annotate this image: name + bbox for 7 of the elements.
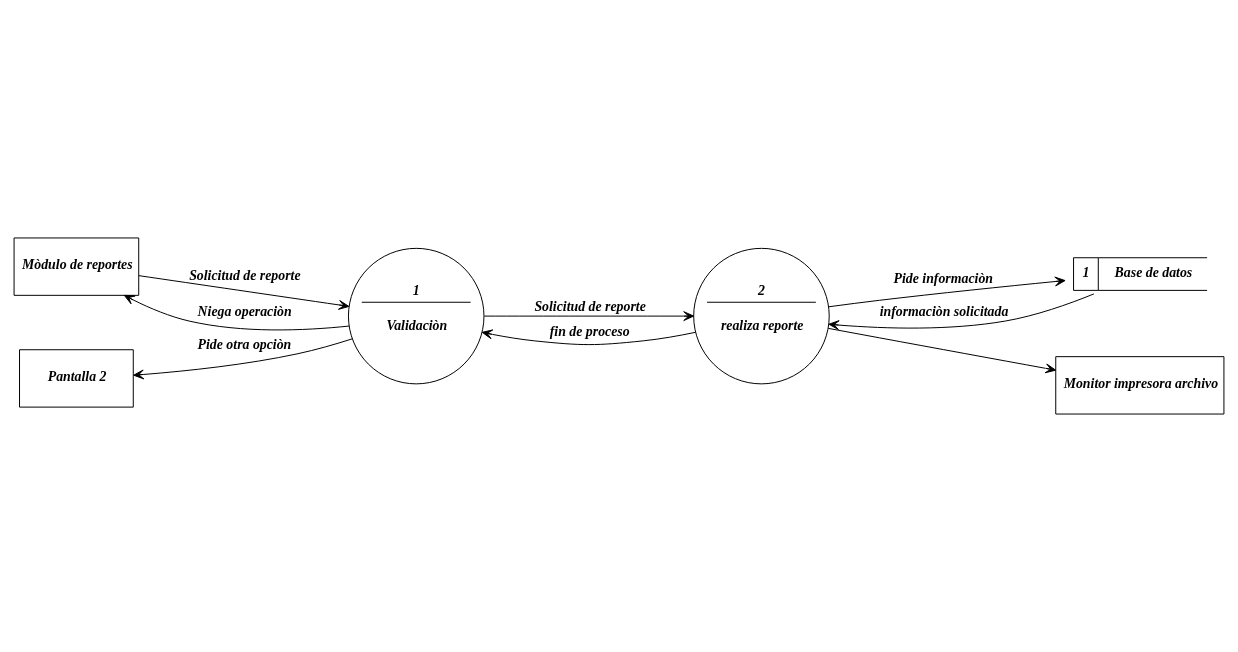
edge-label: Pide otra opciòn <box>197 336 292 352</box>
edge-label: fin de proceso <box>549 324 630 340</box>
edge-label: Solicitud de reporte <box>534 299 646 315</box>
edge-label: Niega operaciòn <box>197 304 292 320</box>
edge-label: Solicitud de reporte <box>189 267 301 283</box>
edge-label: informaciòn solicitada <box>879 304 1009 320</box>
edge-label: Pide informaciòn <box>893 270 993 286</box>
